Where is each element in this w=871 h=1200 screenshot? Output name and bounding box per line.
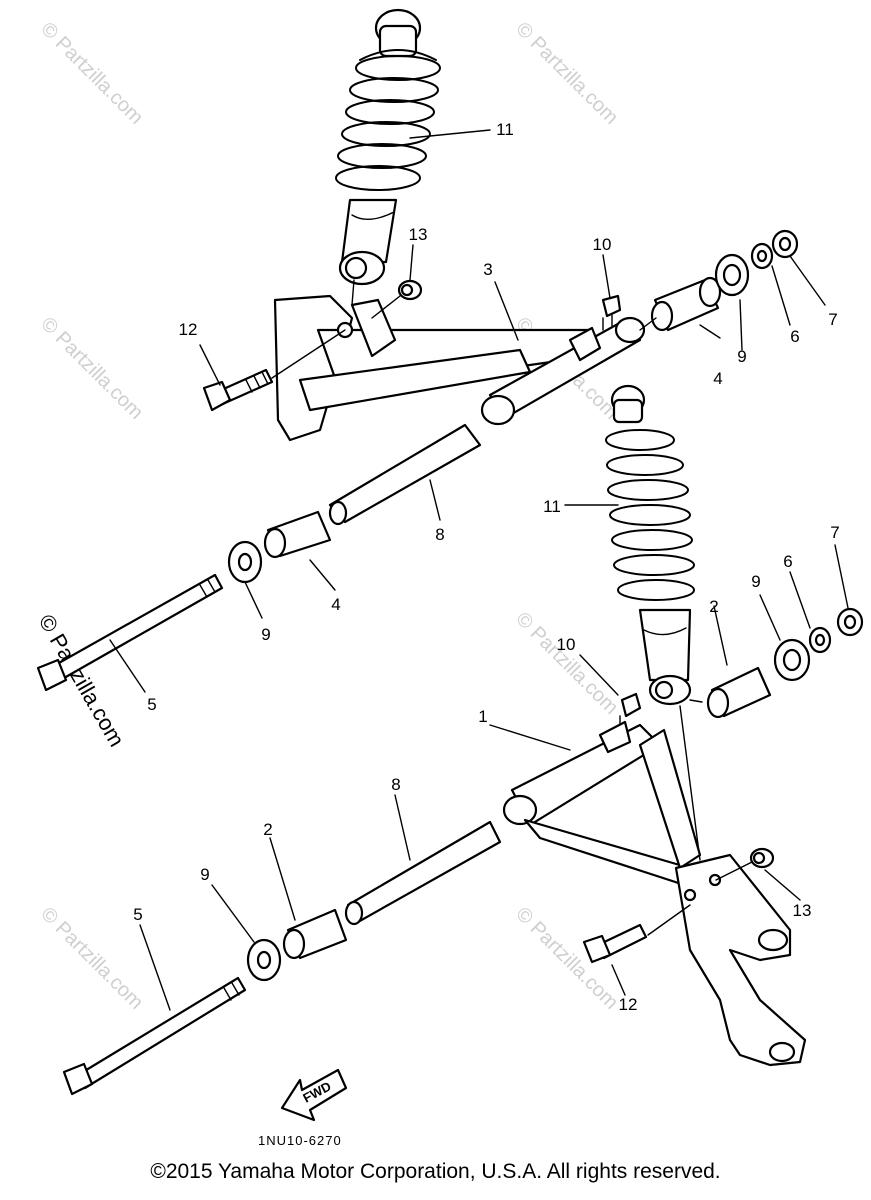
callout-9-upper-right: 9 xyxy=(737,347,746,366)
callout-1: 1 xyxy=(478,707,487,726)
diagram-code: 1NU10-6270 xyxy=(258,1133,342,1148)
collar-2-lower-left xyxy=(282,908,348,960)
callout-10-upper: 10 xyxy=(593,235,612,254)
copyright-notice: ©2015 Yamaha Motor Corporation, U.S.A. A… xyxy=(150,1160,721,1183)
swing-arm-upper xyxy=(273,294,646,442)
callout-7-upper: 7 xyxy=(828,310,837,329)
callout-12-upper: 12 xyxy=(179,320,198,339)
watermark: © Partzilla.com xyxy=(511,903,622,1014)
callout-6-upper: 6 xyxy=(790,327,799,346)
callout-2-lower-left: 2 xyxy=(263,820,272,839)
grease-nipple-10-upper xyxy=(601,294,622,331)
seal-9-lower-left xyxy=(246,938,282,982)
callout-9-lower-right: 9 xyxy=(751,572,760,591)
callout-7-lower: 7 xyxy=(830,523,839,542)
watermark: © Partzilla.com xyxy=(511,608,622,719)
shaft-8-lower xyxy=(344,820,502,926)
shock-absorber-lower xyxy=(605,384,695,706)
collar-4-upper-right xyxy=(650,276,722,332)
callout-2-lower-right: 2 xyxy=(709,597,718,616)
seal-9-upper-right xyxy=(714,253,750,297)
assembly-lines xyxy=(271,279,753,936)
swing-arm-lower xyxy=(502,720,807,1067)
callout-6-lower: 6 xyxy=(783,552,792,571)
callout-11-upper: 11 xyxy=(496,120,514,139)
nut-13-upper xyxy=(397,279,423,301)
watermark: © Partzilla.com xyxy=(36,313,147,424)
callout-3: 3 xyxy=(483,260,492,279)
callout-13-upper: 13 xyxy=(409,225,428,244)
collar-4-upper-left xyxy=(263,510,332,559)
nut-7-lower-right xyxy=(836,607,864,637)
callout-5-upper: 5 xyxy=(147,695,156,714)
callout-labels: 11 13 10 3 12 7 6 9 4 8 11 7 6 9 2 4 9 1… xyxy=(133,120,839,1014)
callout-13-lower: 13 xyxy=(793,901,812,920)
shock-absorber-upper xyxy=(335,8,441,286)
nut-13-lower xyxy=(749,847,775,869)
bolt-12-lower xyxy=(582,923,648,964)
leader-lines xyxy=(109,129,849,1011)
seal-9-lower-right xyxy=(773,638,811,682)
shaft-8-upper xyxy=(328,423,482,526)
bolt-5-lower xyxy=(62,976,247,1096)
callout-5-lower: 5 xyxy=(133,905,142,924)
collar-2-lower-right xyxy=(706,666,772,719)
callout-8-upper: 8 xyxy=(435,525,444,544)
watermark: © Partzilla.com xyxy=(511,18,622,129)
seal-9-upper-left xyxy=(227,540,263,584)
watermarks: © Partzilla.com © Partzilla.com © Partzi… xyxy=(34,18,623,1014)
callout-8-lower: 8 xyxy=(391,775,400,794)
callout-12-lower: 12 xyxy=(619,995,638,1014)
grease-nipple-10-lower xyxy=(619,692,642,727)
watermark: © Partzilla.com xyxy=(36,18,147,129)
callout-9-upper-left: 9 xyxy=(261,625,270,644)
callout-4-upper-right: 4 xyxy=(713,369,722,388)
washer-6-lower-right xyxy=(808,626,832,654)
watermark: © Partzilla.com xyxy=(36,903,147,1014)
callout-4-upper-left: 4 xyxy=(331,595,340,614)
fwd-arrow-icon: FWD xyxy=(280,1068,348,1122)
callout-11-lower: 11 xyxy=(543,497,561,516)
bolt-12-upper xyxy=(202,368,274,412)
bolt-5-upper xyxy=(36,573,224,692)
nut-7-upper-right xyxy=(771,229,799,259)
callout-9-lower-left: 9 xyxy=(200,865,209,884)
callout-10-lower: 10 xyxy=(557,635,576,654)
washer-6-upper-right xyxy=(750,242,774,270)
